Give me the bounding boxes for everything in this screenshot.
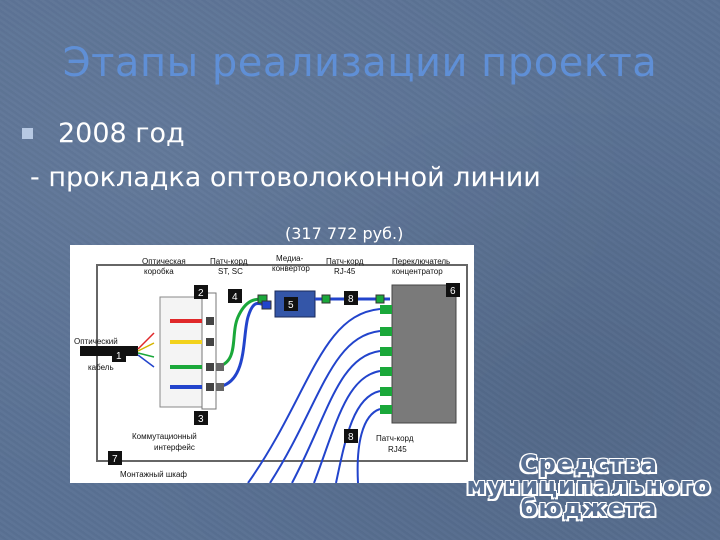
sc-connector-2 [261, 300, 272, 310]
fiber-fan-green [137, 352, 155, 358]
bullet-description: - прокладка оптоволоконной линии [30, 162, 541, 193]
network-diagram-svg: Оптическая коробка Патч-корд ST, SC Меди… [74, 254, 468, 483]
fiber-fan-blue [137, 354, 155, 368]
budget-badge-line-2: муниципального [466, 472, 712, 500]
number-badge-6: 6 [446, 283, 460, 297]
number-badge-3: 3 [194, 411, 208, 425]
outgoing-cable-2 [269, 330, 381, 483]
label-patch-cord-bottom: Патч-корд RJ45 [376, 434, 416, 454]
patch-cord-blue [215, 302, 267, 389]
panel-port-3 [206, 363, 214, 371]
switch-port-1 [380, 305, 392, 314]
outgoing-cable-4 [313, 370, 381, 483]
switch-port-2 [380, 327, 392, 336]
label-mounting-cabinet: Монтажный шкаф [120, 470, 187, 479]
budget-badge-line-1: Средства [520, 450, 658, 478]
label-patch-cord-rj45: Патч-корд RJ-45 [326, 257, 366, 276]
budget-badge-line-3: бюджета [520, 494, 658, 522]
number-badge-4: 4 [228, 289, 242, 303]
svg-text:2: 2 [198, 288, 204, 299]
svg-text:5: 5 [288, 300, 294, 311]
outgoing-cable-5 [335, 390, 381, 483]
number-badge-5: 5 [284, 297, 298, 311]
label-switch: Переключатель концентратор [392, 257, 452, 276]
network-switch [391, 284, 457, 424]
mounting-cabinet-frame [96, 264, 468, 462]
switch-port-3 [380, 347, 392, 356]
outgoing-cable-3 [291, 350, 381, 483]
optical-box [159, 296, 203, 408]
svg-text:4: 4 [232, 292, 238, 303]
outgoing-cable-1 [247, 308, 381, 483]
label-optical-cable: Оптический кабель [74, 337, 120, 372]
number-badge-1: 1 [112, 348, 126, 362]
panel-port-5 [216, 363, 224, 371]
bullet-year: 2008 год [58, 118, 185, 149]
fiber-fan-yellow [137, 342, 155, 352]
svg-text:8: 8 [348, 432, 354, 443]
label-patch-cord-top: Патч-корд ST, SC [210, 257, 250, 276]
rj45-plug-2 [375, 294, 385, 304]
panel-port-2 [206, 338, 214, 346]
outgoing-cable-6 [356, 408, 381, 483]
svg-text:7: 7 [112, 454, 118, 465]
slide-title: Этапы реализации проекта [62, 40, 658, 86]
svg-text:1: 1 [116, 351, 122, 362]
number-badge-7: 7 [108, 451, 122, 465]
label-media-converter: Медиа- конвертор [272, 254, 310, 273]
patch-panel [201, 292, 217, 410]
switch-port-4 [380, 367, 392, 376]
switch-port-6 [380, 405, 392, 414]
svg-text:3: 3 [198, 414, 204, 425]
rj45-plug-1 [321, 294, 331, 304]
switch-port-5 [380, 387, 392, 396]
number-badge-8-bottom: 8 [344, 429, 358, 443]
panel-port-6 [216, 383, 224, 391]
bullet-square-icon [22, 128, 33, 139]
patch-cord-green [215, 297, 263, 369]
cost-label: (317 772 руб.) [285, 224, 404, 243]
svg-text:8: 8 [348, 294, 354, 305]
optical-cable-body [80, 346, 138, 356]
panel-port-1 [206, 317, 214, 325]
network-diagram: Оптическая коробка Патч-корд ST, SC Меди… [70, 245, 474, 483]
label-optical-box: Оптическая коробка [142, 257, 188, 276]
panel-port-4 [206, 383, 214, 391]
svg-text:6: 6 [450, 286, 456, 297]
number-badge-2: 2 [194, 285, 208, 299]
label-patch-panel: Коммутационный интерфейс [132, 432, 199, 452]
fiber-fan-red [137, 332, 155, 350]
number-badge-8-top: 8 [344, 291, 358, 305]
